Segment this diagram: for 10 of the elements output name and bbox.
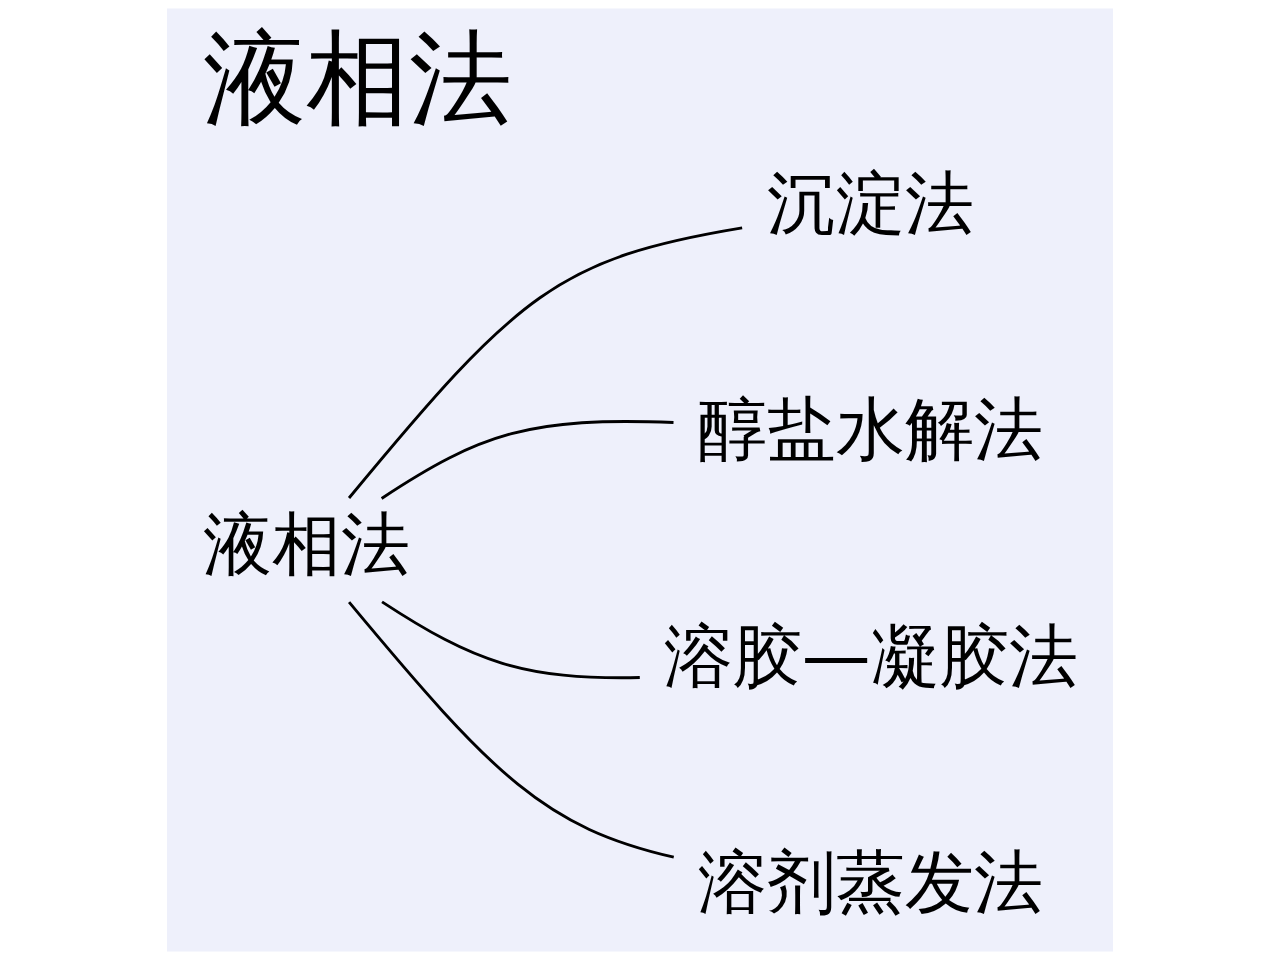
connector <box>380 420 674 500</box>
connector <box>348 601 675 859</box>
connector <box>347 226 743 499</box>
node-text: 沉淀法 <box>767 162 975 243</box>
diagram-title: 液相法 <box>203 17 513 138</box>
node-text: 液相法 <box>202 504 410 585</box>
node-text: 醇盐水解法 <box>698 389 1044 470</box>
node-text: 溶胶—凝胶法 <box>663 615 1078 696</box>
connector <box>381 600 640 680</box>
node-text: 溶剂蒸发法 <box>698 842 1044 923</box>
